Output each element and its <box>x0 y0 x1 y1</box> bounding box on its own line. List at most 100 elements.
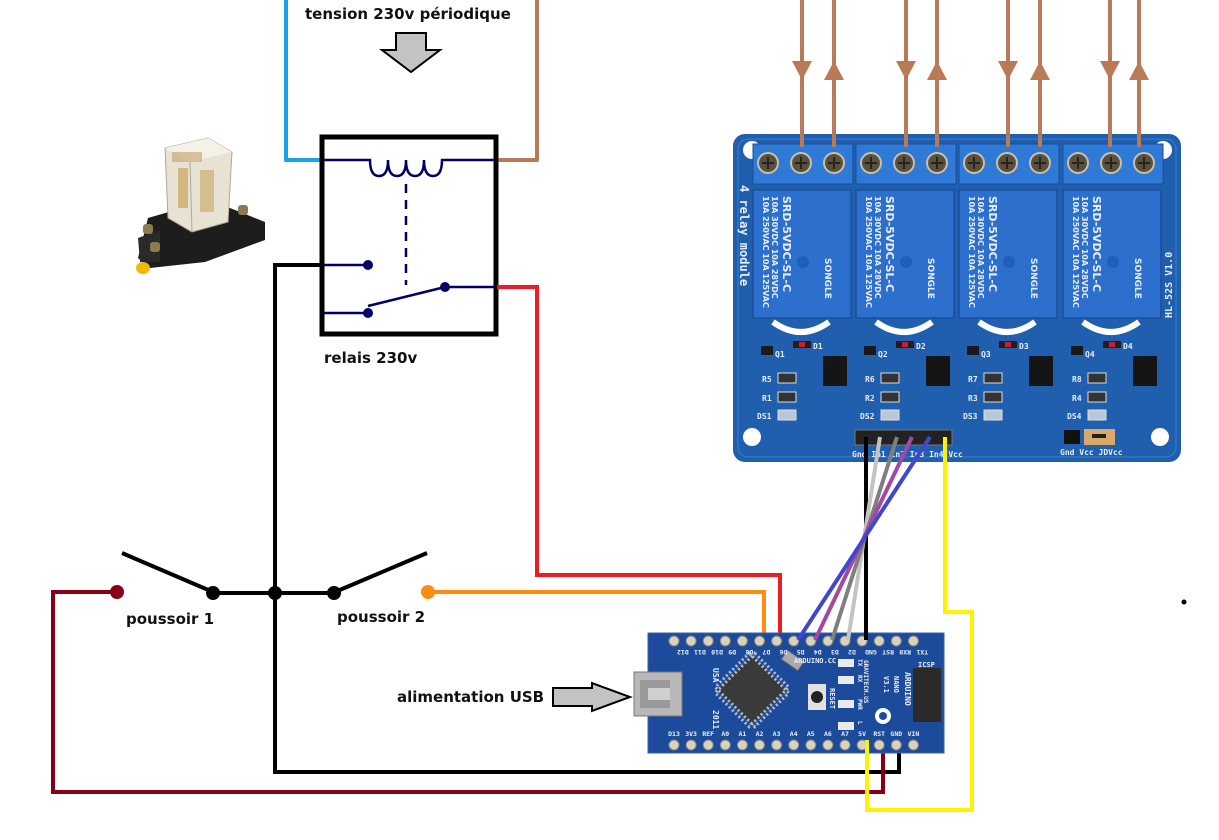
pin-label: D5 <box>797 648 805 656</box>
pin-label: GND <box>890 730 902 738</box>
relay-rating-1: 10A 250VAC 10A 125VAC <box>967 196 976 308</box>
relay-case <box>855 189 955 319</box>
module-side-label: 4 relay module <box>737 185 751 286</box>
resistor-label: R8 <box>1072 375 1082 384</box>
pin-label: RST <box>873 730 885 738</box>
relay-brand: SONGLE <box>822 258 832 299</box>
mains-wire-blue <box>284 0 322 162</box>
board-maker-label: GRAVITECH.US <box>862 660 869 704</box>
diode-label: D4 <box>1123 342 1133 351</box>
relay-rating-2: 10A 30VDC 10A 28VDC <box>976 196 985 299</box>
pin-label: D13 <box>668 730 680 738</box>
pin-label: A7 <box>841 730 849 738</box>
relay-brand: SONGLE <box>1132 258 1142 299</box>
arrow-up-icon <box>927 61 947 80</box>
pin-a7 <box>839 739 851 751</box>
pin-d11 <box>685 635 697 647</box>
pin-a1 <box>736 739 748 751</box>
stray-dot <box>1181 599 1187 605</box>
relay-part-number: SRD-5VDC-SL-C <box>986 196 999 292</box>
jumper-pins-label: Gnd Vcc JDVcc <box>1060 448 1123 457</box>
pin-label: A3 <box>773 730 781 738</box>
status-led <box>880 409 900 421</box>
pin-label: D9 <box>728 648 736 656</box>
pin-label: A5 <box>807 730 815 738</box>
status-led <box>1087 409 1107 421</box>
pin-d9 <box>719 635 731 647</box>
pin-d7 <box>754 635 765 647</box>
relay-rating-1: 10A 250VAC 10A 125VAC <box>761 196 770 308</box>
pin-label: VIN <box>908 730 920 738</box>
pin-label: D6 <box>780 648 788 656</box>
coil-icon <box>368 158 448 178</box>
resistor-label: R5 <box>762 375 772 384</box>
resistor <box>1087 372 1107 384</box>
transistor <box>761 346 773 355</box>
relay-part-number: SRD-5VDC-SL-C <box>883 196 896 292</box>
pin-label: D10 <box>711 648 723 656</box>
transistor <box>967 346 979 355</box>
wire-red-d6 <box>497 285 782 640</box>
relay-230v-label: relais 230v <box>324 349 417 367</box>
pin-label: RST <box>882 648 894 656</box>
mains-wire-brown <box>497 0 539 162</box>
resistor-label: R3 <box>968 394 978 403</box>
optocoupler <box>823 356 847 386</box>
pin-a6 <box>822 739 834 751</box>
year-label: 2011 <box>711 710 720 729</box>
optocoupler <box>926 356 950 386</box>
arrow-down-icon <box>1100 61 1120 80</box>
pin-d6 <box>771 635 783 647</box>
arrow-down-icon <box>998 61 1018 80</box>
pin-a3 <box>771 739 783 751</box>
pushbutton-2 <box>327 551 435 600</box>
optocoupler <box>1133 356 1157 386</box>
resistor <box>777 391 797 403</box>
diode-label: D2 <box>916 342 926 351</box>
icsp-header <box>913 668 941 722</box>
pin-label: D2 <box>848 648 856 656</box>
relay-rating-2: 10A 30VDC 10A 28VDC <box>873 196 882 299</box>
pin-label: 3V3 <box>685 730 697 738</box>
pin-gnd <box>890 739 902 751</box>
transistor <box>864 346 876 355</box>
relay-brand: SONGLE <box>925 258 935 299</box>
pin-label: D7 <box>762 648 770 656</box>
module-header-pins-label: Gnd In1 In2 In3 In4 Vcc <box>852 450 963 459</box>
arrow-up-icon <box>1030 61 1050 80</box>
pin-label: D3 <box>831 648 839 656</box>
module-input-header <box>854 429 953 446</box>
pin-a0 <box>719 739 731 751</box>
resistor <box>777 372 797 384</box>
arrow-up-icon <box>1129 61 1149 80</box>
pin-label: A2 <box>756 730 764 738</box>
pushbutton-1 <box>110 551 220 600</box>
led-label: DS1 <box>757 412 772 421</box>
relay-rating-2: 10A 30VDC 10A 28VDC <box>770 196 779 299</box>
wire-darkred-rst <box>51 590 885 794</box>
junction-node <box>268 586 282 600</box>
transistor-label: Q1 <box>775 350 785 359</box>
transistor-label: Q4 <box>1085 350 1095 359</box>
relay-part-number: SRD-5VDC-SL-C <box>780 196 793 292</box>
relay-230v-symbol <box>319 134 499 337</box>
wire-black-ground <box>273 263 901 774</box>
pin-3v3 <box>685 739 697 751</box>
resistor <box>983 391 1003 403</box>
pin-d12 <box>668 635 680 647</box>
board-model-label: NANO <box>892 676 900 693</box>
resistor-label: R4 <box>1072 394 1082 403</box>
resistor-label: R6 <box>865 375 875 384</box>
resistor <box>880 372 900 384</box>
wire-orange-d7 <box>428 590 766 640</box>
relay-case <box>958 189 1058 319</box>
arrow-down-icon <box>896 61 916 80</box>
pin-label: D11 <box>694 648 706 656</box>
pin-d8 <box>736 635 748 647</box>
module-model-label: HL-52S V1.0 <box>1164 252 1175 318</box>
